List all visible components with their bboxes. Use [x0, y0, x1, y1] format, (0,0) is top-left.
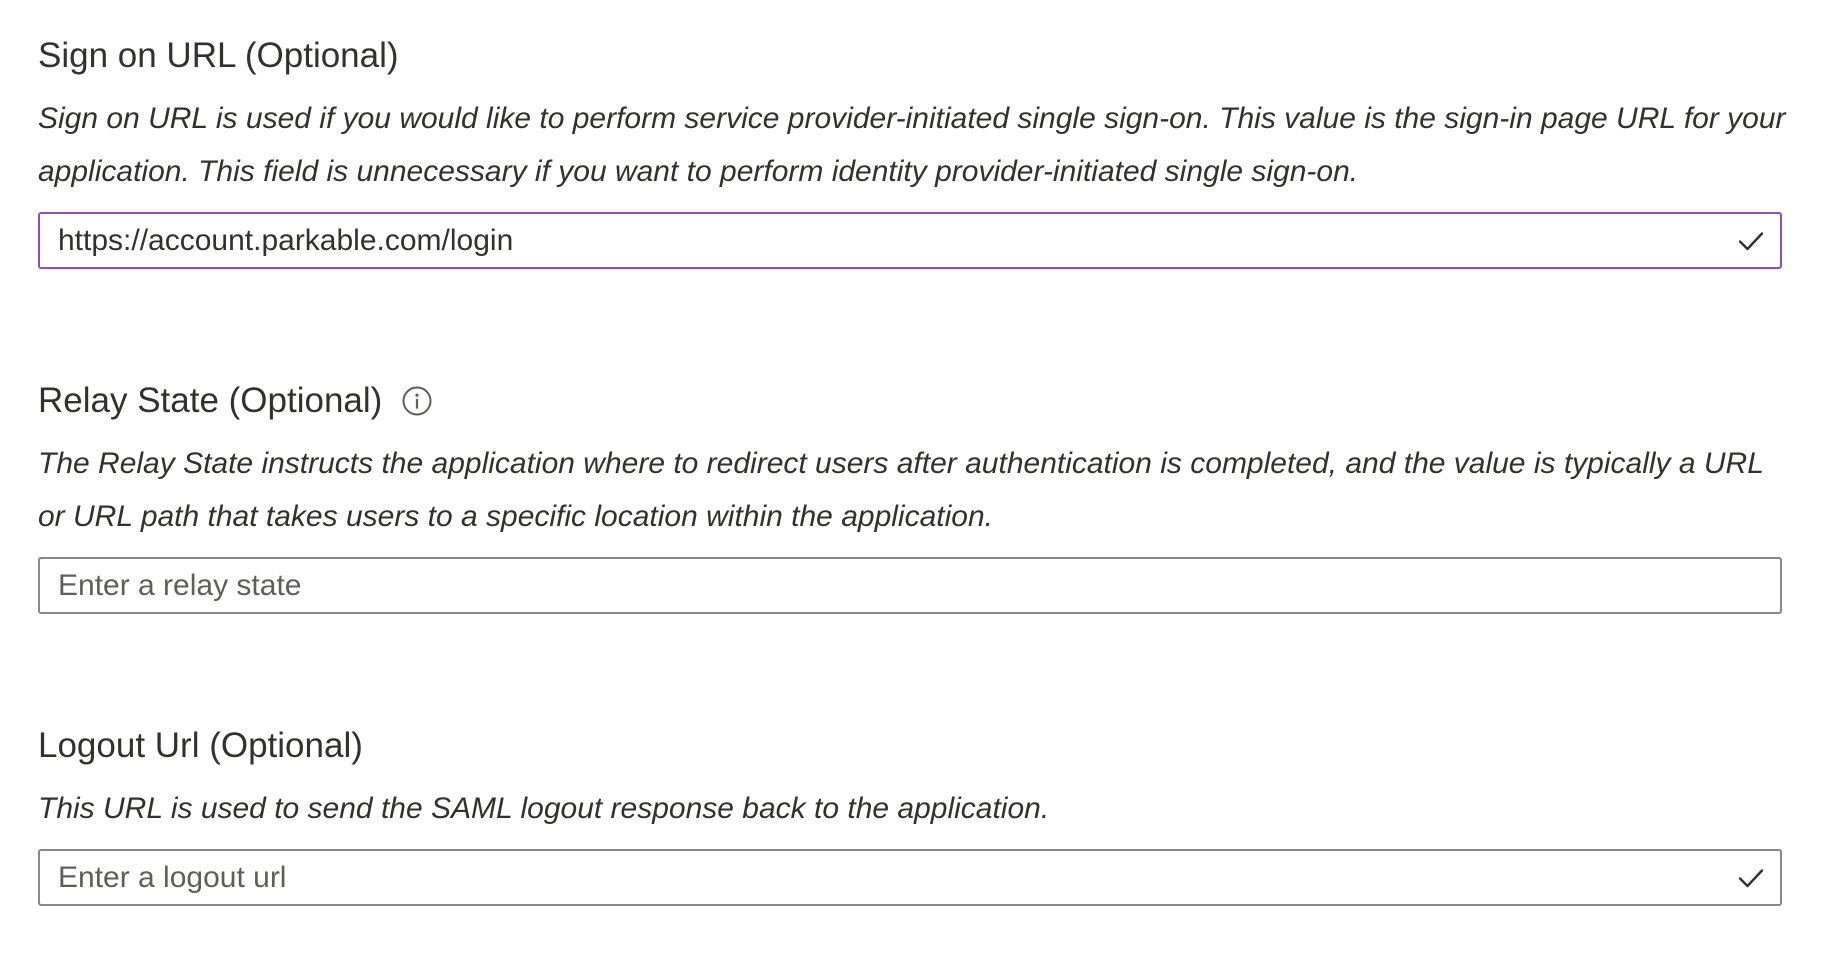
- sign-on-url-label-row: Sign on URL (Optional): [38, 28, 1781, 84]
- checkmark-icon: [1736, 226, 1766, 256]
- sign-on-url-description: Sign on URL is used if you would like to…: [38, 102, 1786, 188]
- relay-state-placeholder[interactable]: Enter a relay state: [58, 568, 302, 602]
- relay-state-section: Relay State (Optional) The Relay State i…: [38, 373, 1782, 614]
- relay-state-label-row: Relay State (Optional): [38, 373, 1781, 429]
- logout-url-description: This URL is used to send the SAML logout…: [38, 792, 1050, 825]
- logout-url-label: Logout Url (Optional): [38, 726, 363, 765]
- logout-url-input[interactable]: Enter a logout url: [38, 849, 1782, 906]
- sign-on-url-input[interactable]: https://account.parkable.com/login: [38, 212, 1782, 269]
- relay-state-description: The Relay State instructs the applicatio…: [38, 447, 1764, 533]
- logout-url-label-row: Logout Url (Optional): [38, 718, 1781, 774]
- checkmark-icon: [1736, 863, 1766, 893]
- sign-on-url-label: Sign on URL (Optional): [38, 36, 399, 75]
- info-icon[interactable]: [400, 384, 434, 418]
- relay-state-input[interactable]: Enter a relay state: [38, 557, 1782, 614]
- relay-state-label: Relay State (Optional): [38, 381, 383, 420]
- sign-on-url-section: Sign on URL (Optional) Sign on URL is us…: [38, 28, 1786, 269]
- logout-url-section: Logout Url (Optional) This URL is used t…: [38, 718, 1782, 906]
- logout-url-placeholder[interactable]: Enter a logout url: [58, 860, 287, 894]
- sign-on-url-value[interactable]: https://account.parkable.com/login: [58, 223, 514, 257]
